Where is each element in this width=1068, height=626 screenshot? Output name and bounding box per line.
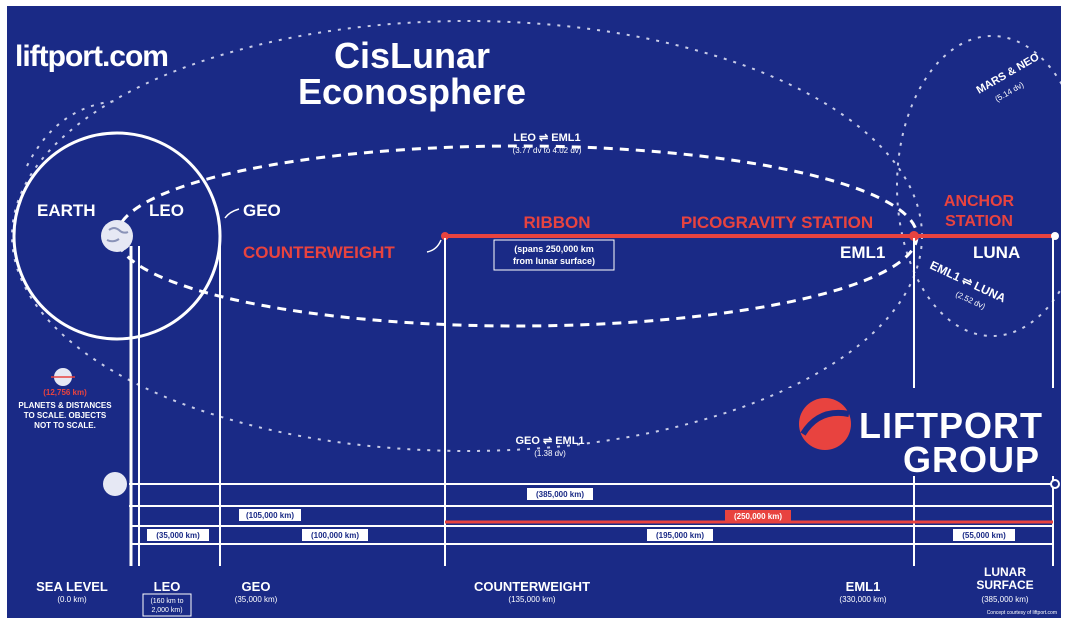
logo-line1: LIFTPORT <box>859 405 1043 446</box>
geo-pointer <box>224 208 240 219</box>
bottom-eml1: EML1 <box>846 579 881 594</box>
eml1-label: EML1 <box>840 243 885 262</box>
bottom-counterweight-v: (135,000 km) <box>508 595 555 604</box>
bottom-leo-v2: 2,000 km) <box>151 607 182 614</box>
liftport-logo: LIFTPORT GROUP <box>785 388 1061 480</box>
bottom-geo-v: (35,000 km) <box>235 595 278 604</box>
earth-size-label: (12,756 km) <box>43 388 87 397</box>
counterweight-pointer <box>426 239 442 253</box>
dist-topleft-box: (105,000 km) <box>239 509 301 521</box>
dist-cweml1-box: (195,000 km) <box>647 529 713 541</box>
ribbon-note-box: (spans 250,000 km from lunar surface) <box>493 239 615 271</box>
diagram-canvas: (385,000 km) (105,000 km) (250,000 km) (… <box>11 20 1061 617</box>
earth-icon <box>101 220 133 252</box>
leo-label: LEO <box>149 201 184 220</box>
title-line1: CisLunar <box>334 35 490 76</box>
bottom-sealevel: SEA LEVEL <box>36 579 108 594</box>
cislunar-diagram: (385,000 km) (105,000 km) (250,000 km) (… <box>7 6 1061 618</box>
geo-eml1-dv: (1.38 dv) <box>534 449 566 458</box>
site-url: liftport.com <box>15 40 168 73</box>
geo-eml1-label: GEO ⇌ EML1 <box>515 435 584 447</box>
bottom-leo: LEO <box>154 579 181 594</box>
counterweight-dot <box>441 232 449 240</box>
earth-small-icon <box>103 472 127 496</box>
logo-line2: GROUP <box>903 439 1040 480</box>
title-line2: Econosphere <box>298 71 526 112</box>
earth-dotted-arc <box>26 100 118 167</box>
bottom-geo: GEO <box>242 579 271 594</box>
luna-label: LUNA <box>973 243 1020 262</box>
counterweight-label: COUNTERWEIGHT <box>243 243 395 262</box>
eml1-dot <box>909 231 919 241</box>
dist-total-box: (385,000 km) <box>527 488 593 500</box>
dist-topleft-label: (105,000 km) <box>246 511 294 520</box>
earth-size-icon <box>51 368 75 386</box>
bottom-leo-v1: (160 km to <box>150 598 183 605</box>
bottom-lunar-2: SURFACE <box>976 578 1033 592</box>
luna-end-dot <box>1050 479 1060 489</box>
scale-note-line3: NOT TO SCALE. <box>34 421 96 430</box>
dist-togeo-box: (35,000 km) <box>147 529 209 541</box>
dist-ribbon-label: (250,000 km) <box>734 512 782 521</box>
bottom-leo-box <box>142 593 192 617</box>
bottom-eml1-v: (330,000 km) <box>839 595 886 604</box>
bottom-lunar-v: (385,000 km) <box>981 595 1028 604</box>
dist-geocw-label: (100,000 km) <box>311 531 359 540</box>
earth-label: EARTH <box>37 201 96 220</box>
ribbon-note-line2: from lunar surface) <box>513 256 595 266</box>
dist-cweml1-label: (195,000 km) <box>656 531 704 540</box>
leo-eml1-label: LEO ⇌ EML1 <box>513 132 580 144</box>
bottom-lunar-1: LUNAR <box>984 565 1026 579</box>
leo-eml1-dv: (3.77 dv to 4.02 dv) <box>513 146 582 155</box>
dist-eml1luna-label: (55,000 km) <box>962 531 1006 540</box>
dist-togeo-label: (35,000 km) <box>156 531 200 540</box>
bottom-sealevel-v: (0.0 km) <box>57 595 87 604</box>
station-label: STATION <box>945 213 1013 230</box>
dist-ribbon-box: (250,000 km) <box>725 510 791 522</box>
credit-text: Concept courtesy of liftport.com <box>987 610 1057 616</box>
anchor-label: ANCHOR <box>944 193 1015 210</box>
bottom-counterweight: COUNTERWEIGHT <box>474 579 590 594</box>
dist-total-label: (385,000 km) <box>536 490 584 499</box>
dist-eml1luna-box: (55,000 km) <box>953 529 1015 541</box>
dist-geocw-box: (100,000 km) <box>302 529 368 541</box>
ribbon-label: RIBBON <box>523 213 590 232</box>
ribbon-note-line1: (spans 250,000 km <box>514 244 594 254</box>
scale-note-line1: PLANETS & DISTANCES <box>18 401 112 410</box>
scale-note-line2: TO SCALE. OBJECTS <box>24 411 107 420</box>
geo-label: GEO <box>243 201 281 220</box>
picogravity-label: PICOGRAVITY STATION <box>681 213 873 232</box>
